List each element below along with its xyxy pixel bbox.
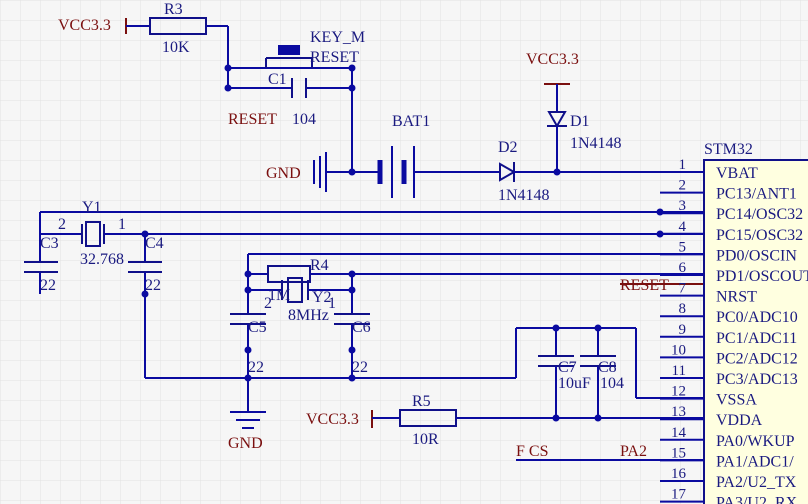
stm32-pin-name: PC0/ADC10 xyxy=(716,309,798,326)
c8-ref: C8 xyxy=(598,359,617,376)
stm32-pin-number: 15 xyxy=(671,445,686,461)
stm32-pin-number: 14 xyxy=(671,425,687,441)
c1-value: 104 xyxy=(292,111,316,128)
y2-pin2: 2 xyxy=(264,295,272,312)
stm32-pin-name: PC15/OSC32 xyxy=(716,227,803,244)
r5-value: 10R xyxy=(412,431,439,448)
key-ref: KEY_M xyxy=(310,29,365,46)
vcc-top-label: VCC3.3 xyxy=(58,17,111,34)
r5-ref: R5 xyxy=(412,393,431,410)
stm32-pin-number: 3 xyxy=(679,198,687,214)
stm32-pin-name: PD1/OSCOUT xyxy=(716,268,808,285)
bat1-ref: BAT1 xyxy=(392,113,430,130)
c6-value: 22 xyxy=(352,359,368,376)
stm32-pin-number: 13 xyxy=(671,404,686,420)
y2-pin1: 1 xyxy=(328,295,336,312)
stm32-pin-number: 8 xyxy=(679,301,687,317)
vcc-d1-label: VCC3.3 xyxy=(526,51,579,68)
stm32-pin-name: VBAT xyxy=(716,165,758,182)
stm32-pin-name: PA1/ADC1/ xyxy=(716,453,794,470)
stm32-pin-number: 2 xyxy=(679,178,687,194)
stm32-pin-name: PC13/ANT1 xyxy=(716,186,797,203)
reset-junctions xyxy=(224,64,356,176)
gnd-bottom-label: GND xyxy=(228,435,263,452)
c7-value: 10uF xyxy=(558,375,591,392)
r4-value: 1M xyxy=(268,287,290,304)
r3-ref: R3 xyxy=(164,1,183,18)
labels: VCC3.3 R3 10K KEY_M RESET C1 RESET 104 B… xyxy=(40,1,753,460)
stm32-pin-name: PA3/U2_RX xyxy=(716,495,798,504)
stm32-pin-name: NRST xyxy=(716,289,757,306)
stm32-pin-number: 10 xyxy=(671,342,686,358)
reset-nrst-label: RESET xyxy=(620,277,669,294)
key-switch-cap xyxy=(278,45,300,55)
hse-crystal-circuit xyxy=(230,253,704,429)
c7-ref: C7 xyxy=(558,359,577,376)
stm32-pin-number: 5 xyxy=(679,239,687,255)
stm32-pin-number: 4 xyxy=(679,219,687,235)
stm32-pin-number: 1 xyxy=(679,157,687,173)
c4-ref: C4 xyxy=(145,235,164,252)
d1-ref: D1 xyxy=(570,113,590,130)
c6-ref: C6 xyxy=(352,319,371,336)
stm32-pin-name: PC1/ADC11 xyxy=(716,330,797,347)
d2-ref: D2 xyxy=(498,139,518,156)
stm32-pin-name: PD0/OSCIN xyxy=(716,247,797,264)
gnd-bat-label: GND xyxy=(266,165,301,182)
hse-junctions xyxy=(244,270,356,382)
y2-ref: Y2 xyxy=(312,289,332,306)
stm32-pin-number: 17 xyxy=(671,487,687,503)
stm32-pin-number: 9 xyxy=(679,322,687,338)
stm32-pin-name: VDDA xyxy=(716,412,763,429)
y2-value: 8MHz xyxy=(288,307,329,324)
c1-ref: C1 xyxy=(268,71,287,88)
stm32-pin-number: 11 xyxy=(672,363,686,379)
c4-value: 22 xyxy=(145,277,161,294)
pa2-label: PA2 xyxy=(620,443,647,460)
c5-ref: C5 xyxy=(248,319,267,336)
stm32-pin-number: 16 xyxy=(671,466,687,482)
d2-value: 1N4148 xyxy=(498,187,550,204)
d1-value: 1N4148 xyxy=(570,135,622,152)
stm32-pin-name: PC14/OSC32 xyxy=(716,206,803,223)
lse-crystal-circuit xyxy=(24,211,704,379)
stm32-pin-number: 12 xyxy=(671,384,686,400)
stm32-body xyxy=(703,159,808,504)
r4-ref: R4 xyxy=(310,257,329,274)
stm32-pin-name: PC2/ADC12 xyxy=(716,350,798,367)
stm32-pin-name: PC3/ADC13 xyxy=(716,371,798,388)
stm32-pin-lines xyxy=(660,171,704,503)
stm32-pin-number: 7 xyxy=(679,281,687,297)
stm32-pin-number: 6 xyxy=(679,260,687,276)
stm32-pin-name: PA0/WKUP xyxy=(716,433,795,450)
c8-value: 104 xyxy=(600,375,624,392)
y1-pin1: 1 xyxy=(118,216,126,233)
stm32-ref: STM32 xyxy=(704,141,753,158)
d1-junction xyxy=(553,168,561,176)
r3-value: 10K xyxy=(162,39,190,56)
c3-value: 22 xyxy=(40,277,56,294)
vcc-r5-label: VCC3.3 xyxy=(306,411,359,428)
stm32-pin-name: PA2/U2_TX xyxy=(716,474,797,491)
key-value: RESET xyxy=(310,49,359,66)
c3-ref: C3 xyxy=(40,235,59,252)
fcs-label: F CS xyxy=(516,443,548,460)
y1-pin2: 2 xyxy=(58,216,66,233)
y1-value: 32.768 xyxy=(80,251,124,268)
c5-value: 22 xyxy=(248,359,264,376)
reset-c1-label: RESET xyxy=(228,111,277,128)
vdda-junctions xyxy=(552,324,602,422)
y1-ref: Y1 xyxy=(82,199,102,216)
stm32-pin-name: VSSA xyxy=(716,392,757,409)
